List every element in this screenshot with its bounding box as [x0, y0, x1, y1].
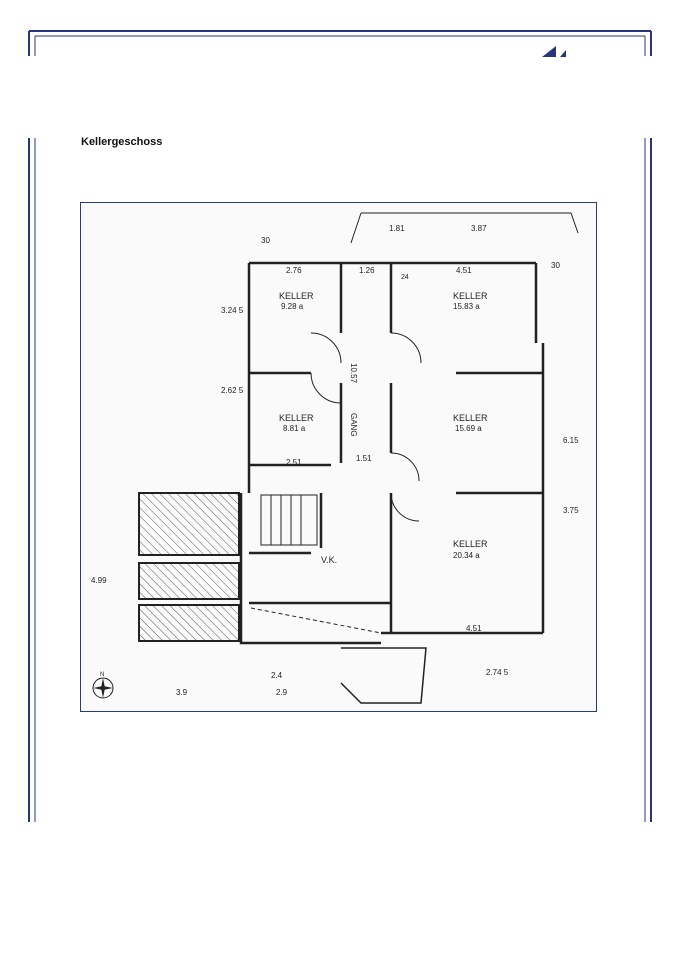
- company-logo: [542, 46, 566, 57]
- dim-label: 1.26: [359, 266, 375, 275]
- room-label-5-name: KELLER: [453, 539, 488, 549]
- room-label-3-name: KELLER: [279, 413, 314, 423]
- dim-label: 4.51: [456, 266, 472, 275]
- room-label-3-area: 8.81 a: [283, 424, 306, 433]
- room-label-7-name: V.K.: [321, 555, 337, 565]
- room-label-2-area: 15.83 a: [453, 302, 480, 311]
- hatched-area-3: [138, 604, 240, 642]
- room-label-2-name: KELLER: [453, 291, 488, 301]
- door-arcs: [310, 332, 422, 522]
- dim-label: 2.51: [286, 458, 302, 467]
- room-label-4-area: 15.69 a: [455, 424, 482, 433]
- floor-plan-drawing: KELLER 9.28 a KELLER 15.83 a KELLER 8.81…: [91, 212, 579, 704]
- room-label-6-area: 10.57: [349, 363, 358, 384]
- dim-label: 3.9: [176, 688, 188, 697]
- hatched-area-2: [138, 562, 240, 600]
- compass-icon: N: [92, 672, 114, 699]
- dim-label: 3.87: [471, 224, 487, 233]
- dim-label: 1.51: [356, 454, 372, 463]
- dim-label: 2.74 5: [486, 668, 509, 677]
- room-label-6-name: GANG: [349, 413, 358, 437]
- dim-label: 30: [261, 236, 270, 245]
- dim-label: 24: [401, 274, 409, 281]
- dimension-labels: 30 2.76 1.26 24 4.51 30 1.81 3.87 3.24 5…: [91, 224, 579, 697]
- dim-label: 1.81: [389, 224, 405, 233]
- dim-label: 2.62 5: [221, 386, 244, 395]
- dim-label: 2.4: [271, 671, 283, 680]
- room-label-1-area: 9.28 a: [281, 302, 304, 311]
- floor-plan: KELLER 9.28 a KELLER 15.83 a KELLER 8.81…: [80, 202, 597, 712]
- page-title: Kellergeschoss: [81, 136, 163, 148]
- dim-label: 2.9: [276, 688, 288, 697]
- dim-label: 3.75: [563, 506, 579, 515]
- compass-label: N: [100, 672, 104, 678]
- room-label-4-name: KELLER: [453, 413, 488, 423]
- dim-label: 4.51: [466, 624, 482, 633]
- room-label-1-name: KELLER: [279, 291, 314, 301]
- hatched-area-1: [138, 492, 240, 556]
- dim-label: 6.15: [563, 436, 579, 445]
- dim-label: 4.99: [91, 576, 107, 585]
- walls: [239, 261, 545, 645]
- staircase: [260, 494, 318, 546]
- dim-label: 2.76: [286, 266, 302, 275]
- room-label-5-area: 20.34 a: [453, 551, 480, 560]
- dim-label: 30: [551, 261, 560, 270]
- dim-label: 3.24 5: [221, 306, 244, 315]
